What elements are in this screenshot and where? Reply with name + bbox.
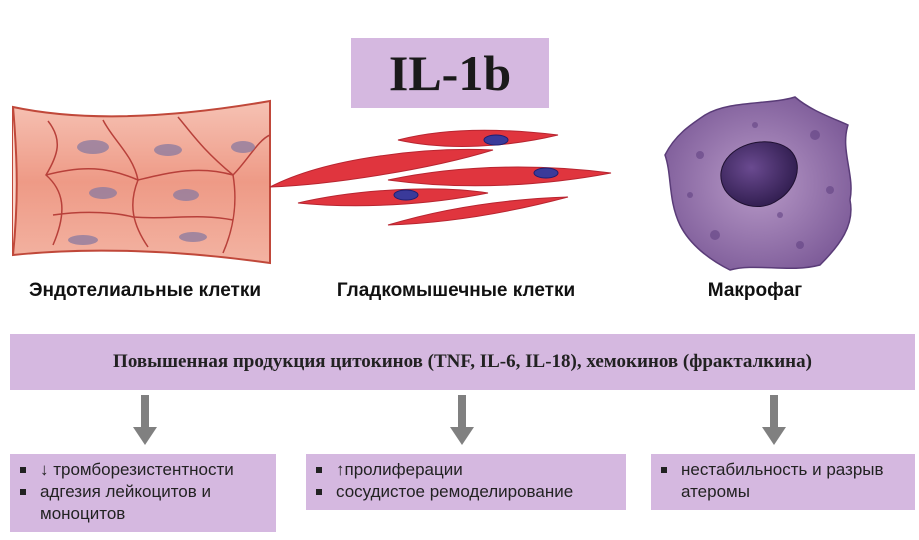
list-item: адгезия лейкоцитов и моноцитов <box>18 481 268 525</box>
arrow-down-icon <box>450 395 474 445</box>
list-item: ↓ тромборезистентности <box>18 459 268 481</box>
effect-box-smooth-muscle: ↑пролиферации сосудистое ремоделирование <box>306 454 626 510</box>
list-item: сосудистое ремоделирование <box>314 481 618 503</box>
label-smooth-muscle-cells: Гладкомышечные клетки <box>336 280 576 301</box>
label-endothelial-cells: Эндотелиальные клетки <box>28 280 262 301</box>
effect-box-endothelial: ↓ тромборезистентности адгезия лейкоцито… <box>10 454 276 532</box>
list-item: ↑пролиферации <box>314 459 618 481</box>
macrophage-illustration <box>664 96 852 271</box>
list-item: нестабильность и разрыв атеромы <box>659 459 907 503</box>
cytokine-banner: Повышенная продукция цитокинов (TNF, IL-… <box>10 334 915 390</box>
title-box: IL-1b <box>351 38 549 108</box>
banner-text: Повышенная продукция цитокинов (TNF, IL-… <box>113 351 812 372</box>
diagram-title: IL-1b <box>388 45 512 101</box>
arrow-down-icon <box>133 395 157 445</box>
smooth-muscle-cells-illustration <box>269 129 612 226</box>
endothelial-cells-illustration <box>12 99 271 265</box>
arrow-down-icon <box>762 395 786 445</box>
effect-box-macrophage: нестабильность и разрыв атеромы <box>651 454 915 510</box>
label-macrophage: Макрофаг <box>707 280 803 301</box>
